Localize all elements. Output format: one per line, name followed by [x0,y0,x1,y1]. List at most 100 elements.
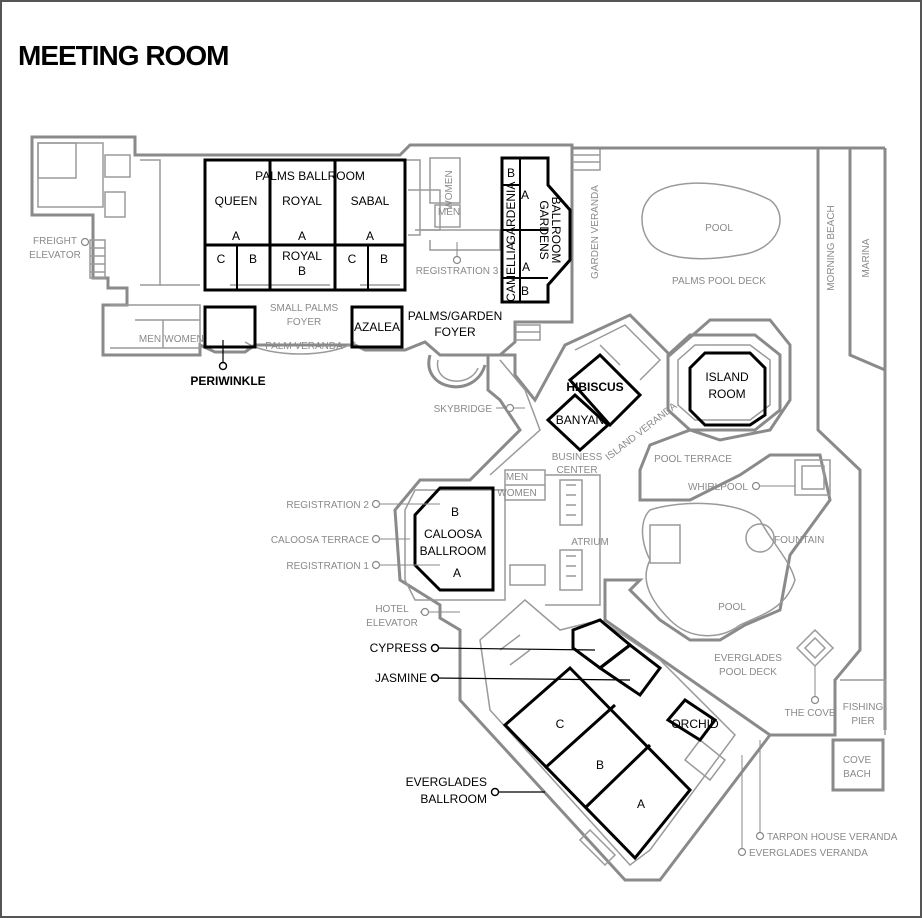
everglades-ballroom [502,665,693,861]
registration-2-marker [371,499,381,509]
island-room-label-2: ROOM [708,387,745,401]
gardens-ballroom-label-2: BALLROOM [549,197,563,264]
queen-b-label: B [249,252,257,266]
palms-pool-deck-label: PALMS POOL DECK [672,276,766,287]
skybridge-marker [505,403,515,413]
business-center-label-2: CENTER [556,465,597,476]
cove-bach-label-1: COVE [843,755,872,766]
men-mid-label: MEN [506,472,528,483]
gardens-ballroom-label-1: GARDENS [537,200,551,259]
caloosa-label-2: BALLROOM [420,544,487,558]
pool-terrace-label: POOL TERRACE [654,454,732,465]
palm-veranda-label: PALM VERANDA [265,341,343,352]
royal-b-label: ROYAL [282,249,322,263]
men-upper-label: MEN [438,207,460,218]
caloosa-b-label: B [451,505,459,519]
everglades-veranda-marker [737,847,747,857]
periwinkle-marker [218,361,228,371]
azalea-room [350,305,404,349]
queen-label: QUEEN [215,194,258,208]
banyan-room [545,392,611,453]
everglades-pool-deck-label-2: POOL DECK [719,667,777,678]
fountain-label: FOUNTAIN [774,535,824,546]
pool-upper-label: POOL [705,223,733,234]
gardenia-a-label: A [521,188,529,202]
small-palms-foyer-label-1: SMALL PALMS [270,303,339,314]
royal-a-label: A [298,229,306,243]
sabal-a-label: A [366,229,374,243]
island-room-label-1: ISLAND [705,370,749,384]
periwinkle-room [203,305,257,349]
caloosa-terrace-marker [371,534,381,544]
gardens-ballroom [500,156,572,304]
everglades-ballroom-label-1: EVERGLADES [406,775,487,789]
caloosa-terrace-label: CALOOSA TERRACE [271,535,370,546]
freight-elevator-label-1: FREIGHT [33,236,77,247]
tarpon-house-veranda-label: TARPON HOUSE VERANDA [767,832,898,843]
freight-elevator-marker [80,237,90,247]
jasmine-marker [430,673,440,683]
fishing-pier-label-1: FISHING [843,702,884,713]
everglades-c-label: C [556,717,565,731]
cypress-leader [433,647,596,651]
registration-2-label: REGISTRATION 2 [286,500,369,511]
women-lower-label: WOMEN [164,334,203,345]
caloosa-a-label: A [453,566,461,580]
cypress-marker [430,643,440,653]
men-lower-label: MEN [139,334,161,345]
cypress-room [571,618,633,670]
everglades-ballroom-label-2: BALLROOM [420,792,487,806]
small-palms-foyer-label-2: FOYER [287,317,321,328]
azalea-label: AZALEA [354,320,400,334]
orchid-room [665,698,718,743]
registration-1-marker [371,560,381,570]
royal-b-letter: B [298,264,306,278]
palms-ballroom [203,158,407,292]
whirlpool-marker [751,481,761,491]
jasmine-leader [433,677,631,681]
women-upper-label: WOMEN [444,170,455,209]
cove-bach-label-2: BACH [843,769,871,780]
periwinkle-label: PERIWINKLE [190,374,265,388]
garden-veranda-label: GARDEN VERANDA [590,185,601,279]
jasmine-room [597,643,663,698]
registration-3-marker [452,255,462,265]
registration-3-label: REGISTRATION 3 [416,266,499,277]
the-cove-marker [810,695,820,705]
gardenia-b-label: B [507,166,515,180]
sabal-c-label: C [348,252,357,266]
women-mid-label: WOMEN [497,488,536,499]
atrium-label: ATRIUM [571,537,609,548]
palms-garden-foyer-label-1: PALMS/GARDEN [408,309,502,323]
fishing-pier-label-2: PIER [851,716,874,727]
hotel-elevator-label-1: HOTEL [375,604,409,615]
camellia-b-label: B [521,284,529,298]
sabal-b-label: B [380,252,388,266]
freight-elevator-label-2: ELEVATOR [29,250,81,261]
palms-ballroom-label: PALMS BALLROOM [255,169,365,183]
camellia-label: CAMELLIA [504,242,518,301]
morning-beach-label: MORNING BEACH [826,205,837,291]
everglades-b-label: B [596,758,604,772]
everglades-ballroom-marker [490,787,500,797]
tarpon-house-veranda-marker [755,831,765,841]
page-title: MEETING ROOM [18,40,229,71]
marina-label: MARINA [861,238,872,277]
skybridge-label: SKYBRIDGE [434,404,493,415]
camellia-a-label: A [522,260,530,274]
palms-garden-foyer-label-2: FOYER [434,325,476,339]
registration-1-label: REGISTRATION 1 [286,561,369,572]
royal-label: ROYAL [282,194,322,208]
queen-a-label: A [232,229,240,243]
caloosa-label-1: CALOOSA [424,527,482,541]
banyan-label: BANYAN [556,413,604,427]
pool-lower-label: POOL [718,602,746,613]
business-center-label-1: BUSINESS [552,452,603,463]
queen-c-label: C [217,252,226,266]
everglades-pool-deck-label-1: EVERGLADES [714,653,782,664]
everglades-veranda-label: EVERGLADES VERANDA [749,848,868,859]
east-wing-walls [393,146,887,882]
hibiscus-room [567,352,643,428]
orchid-label: ORCHID [671,717,719,731]
